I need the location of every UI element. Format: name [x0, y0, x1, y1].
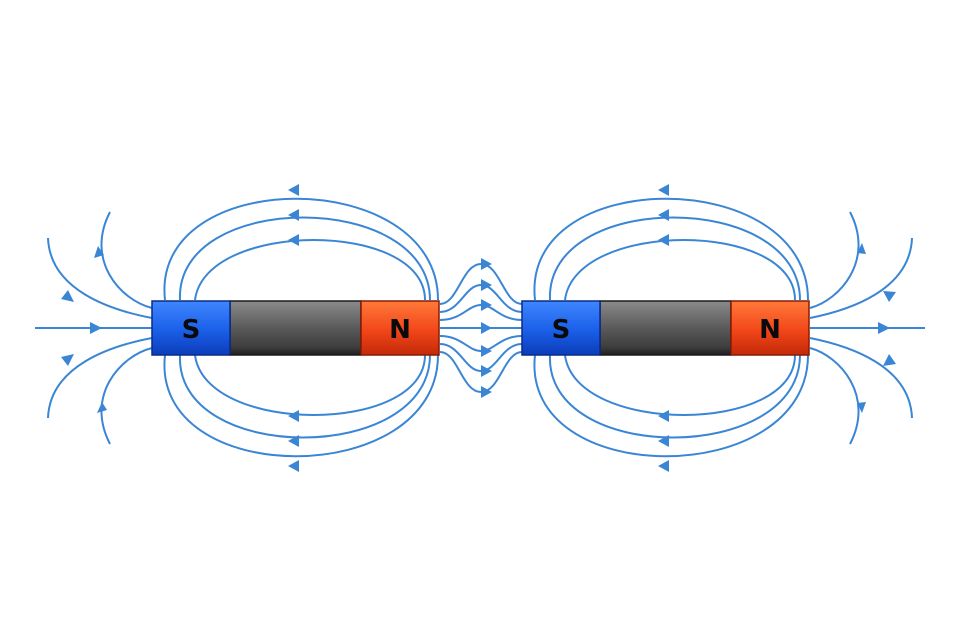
field-line-bottom-middle-1	[178, 354, 431, 439]
magnet-2-north-pole	[730, 300, 810, 356]
arrow-icon	[658, 234, 669, 246]
magnet-1-south-pole	[151, 300, 231, 356]
field-lines-magnet-2	[533, 197, 925, 458]
magnet-2-north-label: N	[759, 315, 781, 345]
field-lines-magnet-1	[35, 197, 439, 458]
arrow-icon	[481, 299, 492, 311]
arrow-icon	[481, 279, 492, 291]
field-line-right-lower-2	[809, 347, 860, 445]
arrow-icon	[97, 402, 107, 413]
arrow-icon	[288, 234, 299, 246]
arrow-icon	[878, 322, 890, 334]
field-arrows	[61, 184, 896, 472]
field-line-right-lower-1	[809, 337, 913, 419]
field-line-top-inner-2	[564, 239, 796, 301]
arrow-icon	[61, 290, 74, 302]
arrow-icon	[61, 354, 74, 366]
bar-magnet-1: S N	[151, 300, 440, 356]
magnet-2-south-label: S	[552, 315, 571, 345]
field-line-right-upper-1	[809, 237, 913, 319]
arrow-icon	[658, 209, 669, 221]
field-line-bottom-outer-2	[533, 354, 809, 458]
bar-magnet-2: S N	[521, 300, 810, 356]
arrow-icon	[288, 209, 299, 221]
arrow-icon	[658, 460, 669, 472]
arrow-icon	[94, 246, 104, 258]
magnet-1-north-pole	[360, 300, 440, 356]
arrow-icon	[288, 435, 299, 447]
arrow-icon	[288, 460, 299, 472]
arrow-icon	[481, 386, 492, 398]
arrow-icon	[883, 291, 896, 302]
arrow-icon	[658, 410, 669, 422]
arrow-icon	[883, 354, 896, 366]
field-line-bottom-middle-2	[548, 354, 801, 439]
arrow-icon	[658, 435, 669, 447]
arrow-icon	[288, 410, 299, 422]
arrow-icon	[857, 243, 866, 254]
magnet-1-north-label: N	[389, 315, 411, 345]
arrow-icon	[658, 184, 669, 196]
arrow-icon	[90, 322, 102, 334]
field-line-top-outer-1	[163, 197, 439, 301]
magnet-1-body	[229, 300, 362, 356]
magnet-2-south-pole	[521, 300, 601, 356]
arrow-icon	[481, 322, 492, 334]
field-line-left-upper-2	[100, 211, 153, 309]
field-line-bottom-inner-2	[564, 354, 796, 416]
field-line-top-middle-1	[178, 216, 431, 301]
field-line-bottom-inner-1	[194, 354, 426, 416]
field-line-bottom-outer-1	[163, 354, 439, 458]
arrow-icon	[481, 365, 492, 377]
field-line-left-lower-1	[47, 337, 153, 419]
arrow-icon	[481, 258, 492, 270]
field-line-top-middle-2	[548, 216, 801, 301]
arrow-icon	[481, 345, 492, 357]
arrow-icon	[857, 402, 866, 413]
magnet-2-body	[599, 300, 732, 356]
field-line-left-upper-1	[47, 237, 153, 319]
field-line-top-inner-1	[194, 239, 426, 301]
field-line-left-lower-2	[100, 347, 153, 445]
arrow-icon	[288, 184, 299, 196]
field-line-right-upper-2	[809, 211, 860, 309]
field-line-top-outer-2	[533, 197, 809, 301]
magnet-1-south-label: S	[182, 315, 201, 345]
